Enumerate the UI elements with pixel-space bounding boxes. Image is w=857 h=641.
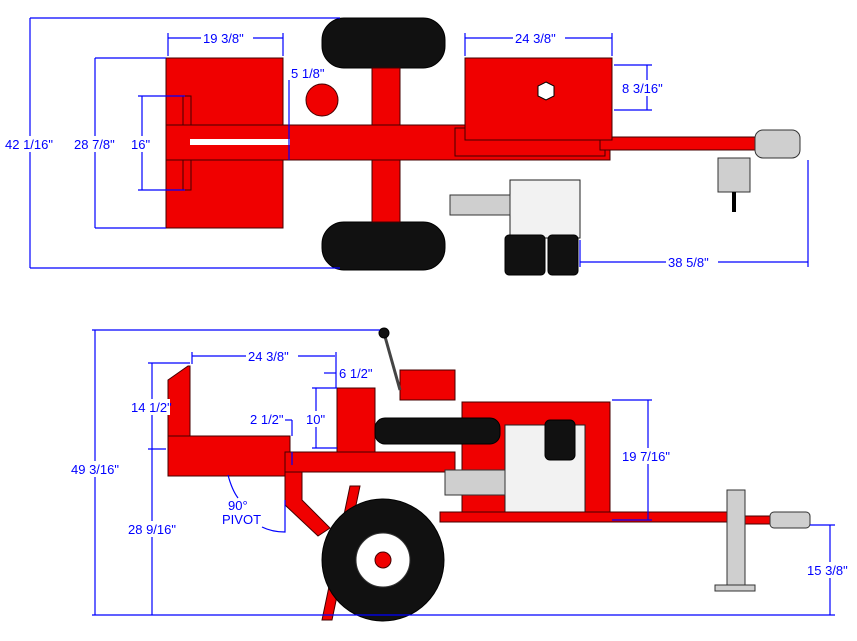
pivot-arm <box>284 471 331 537</box>
dim-hitch-length: 38 5/8" <box>668 255 709 270</box>
cylinder <box>374 417 501 445</box>
jack-foot <box>714 584 756 592</box>
dim-block-height: 10" <box>306 412 325 427</box>
dim-offset-top: 5 1/8" <box>291 66 325 81</box>
hitch <box>754 129 801 159</box>
side-beam <box>284 451 456 473</box>
pivot-label: PIVOT <box>222 512 261 527</box>
dim-tank-length: 24 3/8" <box>515 31 556 46</box>
jack-stand <box>726 489 746 589</box>
tire-top <box>321 17 446 69</box>
hydraulic-tank <box>464 57 613 141</box>
engine-box-2 <box>547 234 579 276</box>
dim-tank-width: 8 3/16" <box>622 81 663 96</box>
valve <box>399 369 456 401</box>
wheel-hub <box>374 551 392 569</box>
pivot-angle: 90° <box>228 498 248 513</box>
dim-stroke-length: 24 3/8" <box>248 349 289 364</box>
dim-plate-width: 28 7/8" <box>74 137 115 152</box>
wedge-plate <box>167 365 191 441</box>
pump <box>449 194 511 216</box>
dim-pivot-height: 28 9/16" <box>128 522 176 537</box>
jack-top <box>717 157 751 193</box>
pump-side <box>444 469 506 496</box>
beam-slot <box>190 139 290 145</box>
base-plate <box>167 435 291 477</box>
engine-top <box>509 179 581 239</box>
dim-wedge-height: 16" <box>131 137 150 152</box>
fender-disc <box>305 83 339 117</box>
dim-overall-width: 42 1/16" <box>5 137 53 152</box>
block <box>336 387 376 453</box>
dim-plate-length: 19 3/8" <box>203 31 244 46</box>
dim-tongue-height: 15 3/8" <box>807 563 848 578</box>
dim-tank-height: 19 7/16" <box>622 449 670 464</box>
tongue <box>599 136 761 151</box>
top-view <box>165 17 801 276</box>
engine-muffler <box>544 419 576 461</box>
dim-offset-side: 6 1/2" <box>339 366 373 381</box>
engine-box-1 <box>504 234 546 276</box>
lever-knob <box>378 327 390 339</box>
dim-overall-height: 49 3/16" <box>71 462 119 477</box>
main-frame <box>439 511 741 523</box>
tire-bottom <box>321 221 446 271</box>
top-dimensions: 42 1/16" 28 7/8" 16" 19 3/8" 5 1/8" 24 3… <box>2 17 809 270</box>
control-lever <box>382 332 402 391</box>
side-hitch <box>769 511 811 529</box>
dim-clearance: 2 1/2" <box>250 412 284 427</box>
side-dimensions: 49 3/16" 24 3/8" 6 1/2" 14 1/2" 28 9/16"… <box>68 329 856 616</box>
tank-cap-icon <box>537 81 555 101</box>
side-view <box>167 327 811 622</box>
dim-wedge-height-side: 14 1/2" <box>131 400 172 415</box>
